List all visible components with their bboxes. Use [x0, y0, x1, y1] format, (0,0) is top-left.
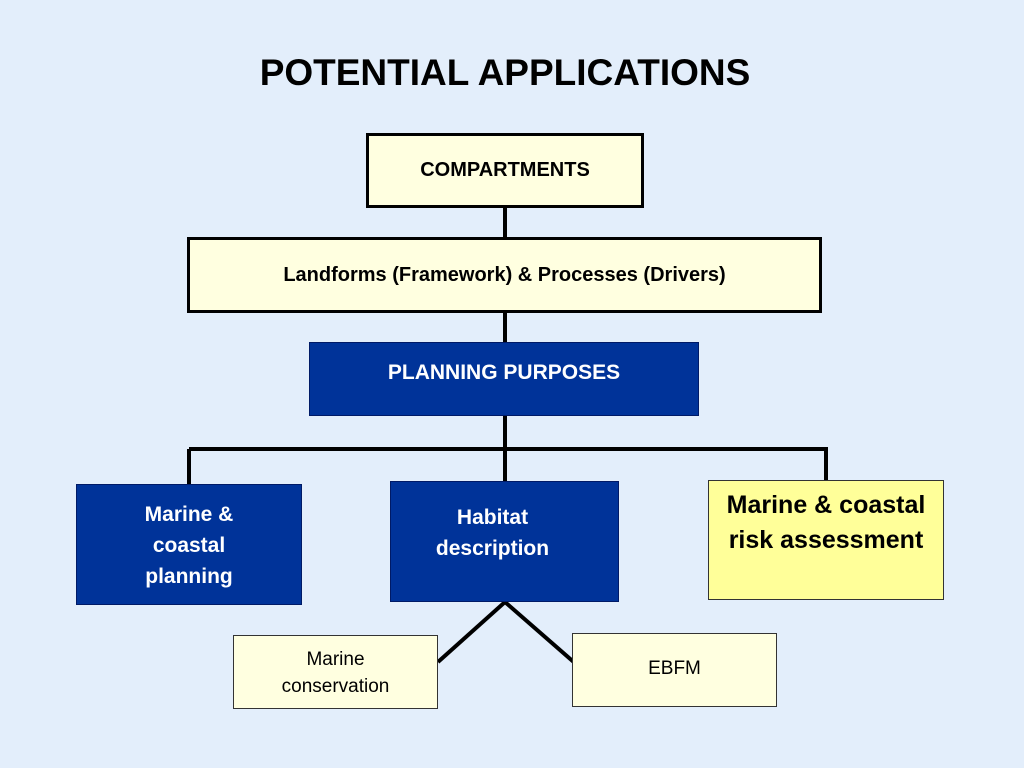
connector-habitat-ebfm — [503, 600, 578, 666]
node-marine-coastal-risk-assessment-label: Marine & coastal risk assessment — [726, 491, 926, 554]
node-ebfm-label: EBFM — [648, 658, 701, 679]
node-ebfm: EBFM — [572, 633, 777, 707]
node-landforms-processes: Landforms (Framework) & Processes (Drive… — [187, 237, 822, 313]
node-landforms-processes-label: Landforms (Framework) & Processes (Drive… — [283, 263, 726, 286]
node-marine-conservation-label: Marine conservation — [281, 649, 390, 697]
node-habitat-description: Habitat description — [390, 481, 619, 602]
node-planning-purposes: PLANNING PURPOSES — [309, 342, 699, 416]
node-marine-coastal-planning: Marine & coastal planning — [76, 484, 302, 605]
node-marine-coastal-planning-label: Marine & coastal planning — [144, 503, 234, 588]
node-marine-coastal-risk-assessment: Marine & coastal risk assessment — [708, 480, 944, 600]
page-title: POTENTIAL APPLICATIONS — [259, 52, 751, 93]
node-compartments: COMPARTMENTS — [366, 133, 644, 208]
node-habitat-description-label: Habitat description — [435, 506, 550, 560]
node-marine-conservation: Marine conservation — [233, 635, 438, 709]
node-compartments-label: COMPARTMENTS — [420, 159, 590, 181]
connector-habitat-conservation — [436, 600, 507, 664]
node-planning-purposes-label: PLANNING PURPOSES — [387, 361, 621, 384]
